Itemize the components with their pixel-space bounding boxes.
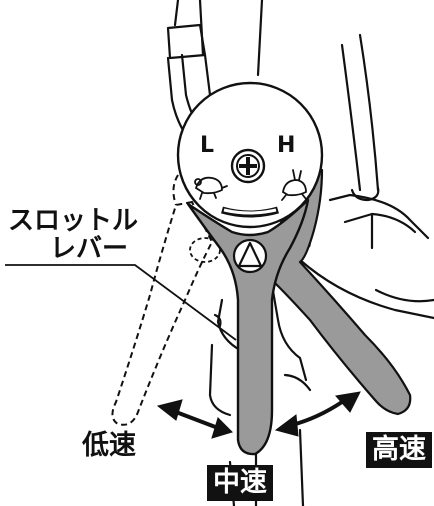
lever-high-position [266, 168, 412, 416]
callout-label-line2: レバー [50, 234, 129, 264]
arrow-low-left-icon [156, 399, 233, 439]
dial-high-mark: H [277, 133, 295, 158]
position-high-label: 高速 [366, 432, 432, 468]
screw-icon [230, 148, 266, 184]
lever-low-ghost-arc [172, 174, 179, 206]
rabbit-icon [281, 169, 307, 201]
turtle-icon [194, 176, 228, 200]
callout-label-line1: スロットル [8, 206, 139, 236]
arrow-high-right-icon [274, 391, 361, 437]
position-low-label: 低速 [82, 430, 136, 461]
triangle-mark-icon [232, 238, 268, 274]
lever-low-position-ghost [111, 200, 214, 426]
callout-leader-line [5, 264, 237, 341]
lever-mid-position [186, 198, 310, 456]
dial-arc-inner [223, 208, 277, 215]
dial-low-mark: L [200, 133, 214, 158]
position-mid-label: 中速 [207, 465, 273, 501]
